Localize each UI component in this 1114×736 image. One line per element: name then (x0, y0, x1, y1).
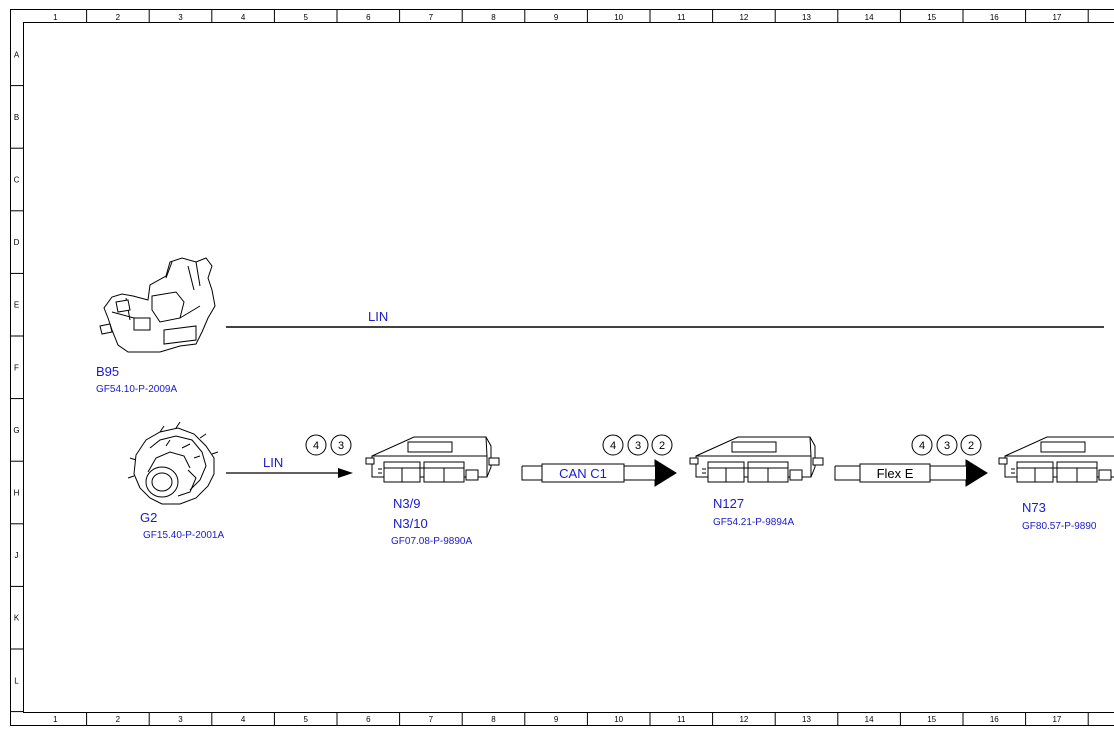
can-c1-label: CAN C1 (559, 466, 607, 481)
column-label-bottom-2: 2 (116, 715, 121, 724)
column-label-top-2: 2 (116, 13, 121, 22)
flex-e-label: Flex E (877, 466, 914, 481)
column-label-bottom-17: 17 (1052, 715, 1061, 724)
column-label-top-8: 8 (491, 13, 496, 22)
column-label-top-4: 4 (241, 13, 246, 22)
row-label-F: F (14, 363, 19, 372)
row-label-G: G (13, 426, 19, 435)
g2-component-icon (127, 421, 219, 505)
g2-ref-link[interactable]: GF15.40-P-2001A (143, 530, 224, 541)
n127-name[interactable]: N127 (713, 496, 744, 511)
lin-g2-label: LIN (263, 455, 283, 470)
svg-text:4: 4 (610, 440, 616, 452)
column-label-bottom-7: 7 (429, 715, 434, 724)
svg-text:2: 2 (968, 440, 974, 452)
column-label-bottom-12: 12 (739, 715, 748, 724)
row-label-L: L (14, 676, 19, 685)
row-label-B: B (14, 113, 19, 122)
column-label-top-6: 6 (366, 13, 371, 22)
n73-ref-link[interactable]: GF80.57-P-9890 (1022, 521, 1097, 532)
g2-name[interactable]: G2 (140, 510, 157, 525)
column-label-top-14: 14 (865, 13, 874, 22)
column-label-top-13: 13 (802, 13, 811, 22)
column-label-top-10: 10 (614, 13, 623, 22)
lin-g2-arrowhead (338, 468, 353, 478)
column-label-top-11: 11 (677, 13, 686, 22)
column-label-top-15: 15 (927, 13, 936, 22)
frame-grid: 1122334455667788991010111112121313141415… (10, 10, 1089, 725)
b95-component-icon (99, 257, 216, 353)
column-label-top-1: 1 (53, 13, 58, 22)
n3-control-unit-icon (365, 436, 500, 483)
column-label-bottom-6: 6 (366, 715, 371, 724)
column-label-top-17: 17 (1052, 13, 1061, 22)
n3-9-name[interactable]: N3/9 (393, 496, 420, 511)
column-label-bottom-10: 10 (614, 715, 623, 724)
can-c1-badge-3: 2 (651, 434, 673, 456)
column-label-bottom-4: 4 (241, 715, 246, 724)
column-label-bottom-1: 1 (53, 715, 58, 724)
flex-e-badge-3: 2 (960, 434, 982, 456)
column-label-top-12: 12 (739, 13, 748, 22)
row-label-A: A (14, 50, 20, 59)
column-label-bottom-9: 9 (554, 715, 559, 724)
row-label-E: E (14, 301, 19, 310)
svg-text:2: 2 (659, 440, 665, 452)
lin-g2-badge-2: 3 (330, 434, 352, 456)
svg-text:3: 3 (338, 440, 344, 452)
n73-control-unit-icon (998, 436, 1114, 483)
column-label-top-9: 9 (554, 13, 559, 22)
can-c1-badge-1: 4 (602, 434, 624, 456)
column-label-bottom-3: 3 (178, 715, 183, 724)
row-label-C: C (14, 176, 20, 185)
svg-text:4: 4 (919, 440, 925, 452)
svg-text:4: 4 (313, 440, 319, 452)
column-label-top-16: 16 (990, 13, 999, 22)
flex-e-arrow: Flex E (834, 459, 988, 487)
flex-e-badge-2: 3 (936, 434, 958, 456)
b95-ref-link[interactable]: GF54.10-P-2009A (96, 384, 177, 395)
column-label-top-5: 5 (303, 13, 308, 22)
column-label-top-3: 3 (178, 13, 183, 22)
column-label-bottom-15: 15 (927, 715, 936, 724)
column-label-top-7: 7 (429, 13, 434, 22)
can-c1-arrow: CAN C1 (521, 459, 677, 487)
n3-ref-link[interactable]: GF07.08-P-9890A (391, 536, 472, 547)
column-label-bottom-16: 16 (990, 715, 999, 724)
lin-bus-label: LIN (368, 309, 388, 324)
row-label-D: D (14, 238, 20, 247)
column-label-bottom-11: 11 (677, 715, 686, 724)
svg-text:3: 3 (635, 440, 641, 452)
column-label-bottom-5: 5 (303, 715, 308, 724)
svg-text:3: 3 (944, 440, 950, 452)
n73-name[interactable]: N73 (1022, 500, 1046, 515)
column-label-bottom-8: 8 (491, 715, 496, 724)
column-label-bottom-13: 13 (802, 715, 811, 724)
row-label-K: K (14, 614, 20, 623)
n127-ref-link[interactable]: GF54.21-P-9894A (713, 517, 794, 528)
n127-control-unit-icon (689, 436, 824, 483)
b95-name[interactable]: B95 (96, 364, 119, 379)
row-label-J: J (15, 551, 19, 560)
n3-10-name[interactable]: N3/10 (393, 516, 428, 531)
lin-g2-badge-1: 4 (305, 434, 327, 456)
can-c1-badge-2: 3 (627, 434, 649, 456)
flex-e-badge-1: 4 (911, 434, 933, 456)
column-label-bottom-14: 14 (865, 715, 874, 724)
row-label-H: H (14, 489, 20, 498)
